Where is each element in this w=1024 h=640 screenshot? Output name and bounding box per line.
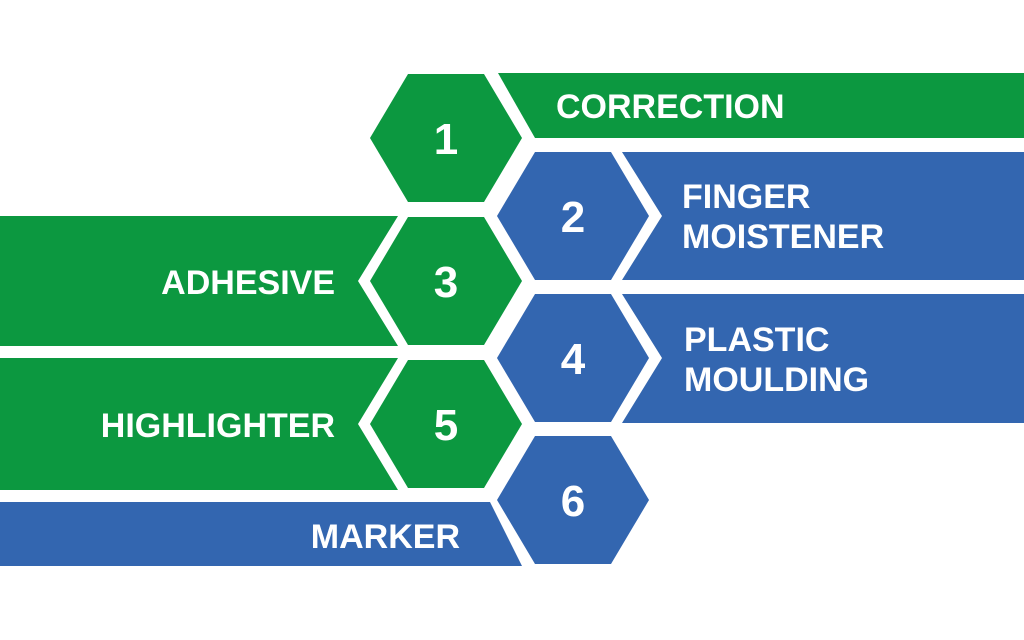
hexagon-2-number: 2 [561, 193, 585, 242]
hexagon-6: 6 [497, 436, 649, 564]
hexagon-4-shape [497, 294, 649, 422]
banner-5: HIGHLIGHTER [0, 358, 398, 490]
banner-2: FINGER MOISTENER [622, 152, 1024, 280]
banner-6-label: MARKER [311, 518, 460, 556]
hexagon-3: 3 [370, 217, 522, 345]
hexagon-3-shape [370, 217, 522, 345]
hexagon-1-shape [370, 74, 522, 202]
hexagon-4-number: 4 [561, 335, 586, 384]
banner-6-shape [0, 502, 522, 566]
banner-3-label: ADHESIVE [161, 264, 335, 302]
banner-5-label: HIGHLIGHTER [101, 407, 335, 445]
banner-4: PLASTIC MOULDING [622, 294, 1024, 423]
hexagon-5: 5 [370, 360, 522, 488]
banner-5-shape [0, 358, 398, 490]
banner-4-label-line1: PLASTIC [684, 321, 829, 359]
banner-4-shape [622, 294, 1024, 423]
hexagon-1: 1 [370, 74, 522, 202]
banner-2-label-line2: MOISTENER [682, 218, 884, 256]
hexagon-5-number: 5 [434, 401, 458, 450]
hexagon-3-number: 3 [434, 258, 458, 307]
banner-2-shape [622, 152, 1024, 280]
banner-1-shape [498, 73, 1024, 138]
banner-1-label: CORRECTION [556, 88, 785, 126]
banner-4-label-line2: MOULDING [684, 361, 869, 399]
hexagon-2: 2 [497, 152, 649, 280]
hexagon-6-number: 6 [561, 477, 585, 526]
hexagon-6-shape [497, 436, 649, 564]
banner-3: ADHESIVE [0, 216, 398, 346]
banner-3-shape [0, 216, 398, 346]
banner-2-label-line1: FINGER [682, 178, 810, 216]
hexagon-4: 4 [497, 294, 649, 422]
banner-6: MARKER [0, 502, 522, 566]
hexagon-1-number: 1 [434, 115, 458, 164]
banner-1: CORRECTION [498, 73, 1024, 138]
hexagon-5-shape [370, 360, 522, 488]
hexagon-2-shape [497, 152, 649, 280]
